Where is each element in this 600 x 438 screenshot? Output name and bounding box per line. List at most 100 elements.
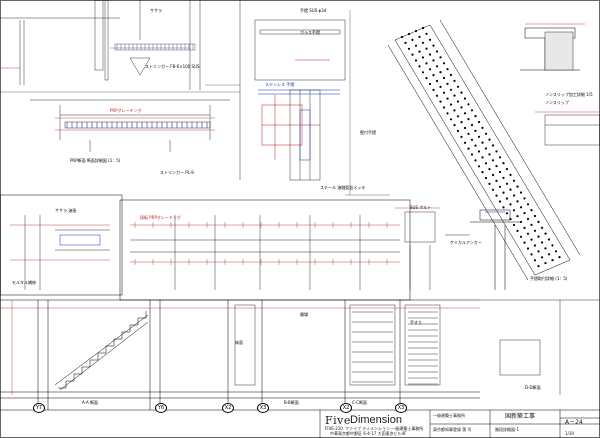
note-stringer-pl: ストリンガー PL-9 — [160, 170, 194, 175]
grating-dot — [432, 74, 435, 77]
grating-dot — [488, 182, 491, 185]
grating-dot — [414, 29, 418, 33]
grating-dot — [523, 241, 526, 244]
grating-dot — [558, 256, 561, 259]
grating-dot — [544, 247, 547, 250]
grating-dot — [404, 41, 407, 45]
grating-dot — [481, 156, 484, 159]
note-bolt: SUS ボルト — [410, 205, 432, 210]
grating-dot — [460, 91, 463, 94]
grating-dot — [533, 229, 537, 232]
grating-dot — [495, 150, 498, 153]
grating-dot — [442, 62, 446, 65]
grating-dot — [526, 247, 530, 250]
grating-dot — [537, 220, 540, 223]
grating-dot — [495, 179, 498, 182]
grating-dot — [530, 238, 533, 241]
grating-dot — [449, 73, 453, 77]
note-prp-grating: PRPグレーチング — [110, 108, 142, 113]
grating-dot — [498, 156, 502, 159]
grating-dot — [456, 115, 460, 118]
grating-dot — [474, 159, 477, 162]
grating-dot — [544, 232, 547, 235]
grid-label-y7: Y7 — [33, 403, 45, 413]
grating-dot — [421, 26, 425, 30]
grating-dot — [418, 65, 421, 68]
note-tread: 段板 PRPグレーチング — [140, 215, 181, 220]
grating-dot — [435, 79, 439, 83]
grating-dot — [495, 165, 498, 168]
note-landing: 踊場 — [300, 312, 308, 317]
grating-dot — [540, 256, 544, 259]
grating-dot — [512, 223, 516, 227]
grating-dot — [428, 53, 432, 56]
grating-dot — [509, 173, 512, 176]
view-title-handrail: 手摺取付詳細 (1：5) — [530, 276, 568, 281]
grating-dot — [512, 209, 516, 212]
note-galvanized: スチール 溶融亜鉛メッキ — [320, 185, 366, 190]
view-title-aa: A-A 断面 — [82, 400, 99, 405]
grating-dot — [432, 59, 435, 62]
grating-dot — [488, 168, 491, 171]
grating-dot — [505, 167, 509, 171]
grating-dot — [418, 35, 421, 39]
grating-dot — [442, 91, 446, 94]
grating-dot — [530, 253, 533, 256]
note-sasara: ササラ — [150, 8, 162, 13]
grating-dot — [498, 185, 502, 188]
grating-dot — [477, 120, 481, 124]
grating-dot — [491, 173, 495, 177]
grating-dot — [407, 47, 411, 50]
grating-dot — [505, 197, 509, 200]
grating-dot — [425, 32, 428, 36]
grating-dot — [428, 68, 432, 71]
grating-dot — [421, 41, 425, 44]
grating-dot — [435, 94, 439, 97]
grating-dot — [470, 153, 474, 156]
note-wall-handrail: 壁付手摺 — [360, 130, 376, 135]
grating-dot — [470, 138, 474, 141]
grating-dot — [432, 88, 435, 91]
grating-dot — [456, 85, 460, 88]
grating-dot — [418, 50, 421, 53]
note-weld: ササラ 溶接 — [55, 208, 77, 213]
grating-dot — [509, 203, 512, 206]
grating-dot — [411, 38, 414, 42]
grating-dot — [484, 162, 488, 165]
grating-dot — [467, 147, 470, 150]
grating-dot — [537, 250, 540, 253]
grating-dot — [474, 144, 477, 147]
grating-dot — [414, 59, 418, 62]
logo-five: Five — [325, 414, 351, 427]
grating-dot — [519, 235, 523, 238]
grating-dot — [446, 82, 449, 85]
grating-dot — [509, 188, 512, 191]
grating-dot — [421, 71, 425, 74]
grating-dot — [467, 118, 470, 121]
grating-dot — [442, 106, 446, 109]
grating-dot — [439, 56, 442, 59]
grating-dot — [449, 103, 453, 106]
grating-dot — [537, 265, 540, 268]
grating-dot — [512, 194, 516, 197]
grating-dot — [502, 176, 505, 179]
grating-dot — [463, 97, 467, 100]
grating-dot — [435, 65, 439, 68]
grating-dot — [460, 106, 463, 109]
grating-dot — [491, 159, 495, 162]
grating-dot — [516, 200, 519, 203]
view-title-prp: PRP断面 断面詳細図 (1：5) — [70, 158, 121, 163]
grating-dot — [453, 109, 456, 112]
view-title-bb: B-B断面 — [284, 400, 299, 405]
grating-dot — [491, 144, 495, 147]
grating-dot — [530, 223, 533, 226]
grating-dot — [439, 85, 442, 88]
grating-dot — [428, 38, 432, 41]
grating-dot — [544, 262, 547, 265]
grating-dot — [470, 109, 474, 112]
grating-dot — [411, 53, 414, 56]
grating-dot — [537, 235, 540, 238]
grating-dot — [547, 253, 551, 256]
